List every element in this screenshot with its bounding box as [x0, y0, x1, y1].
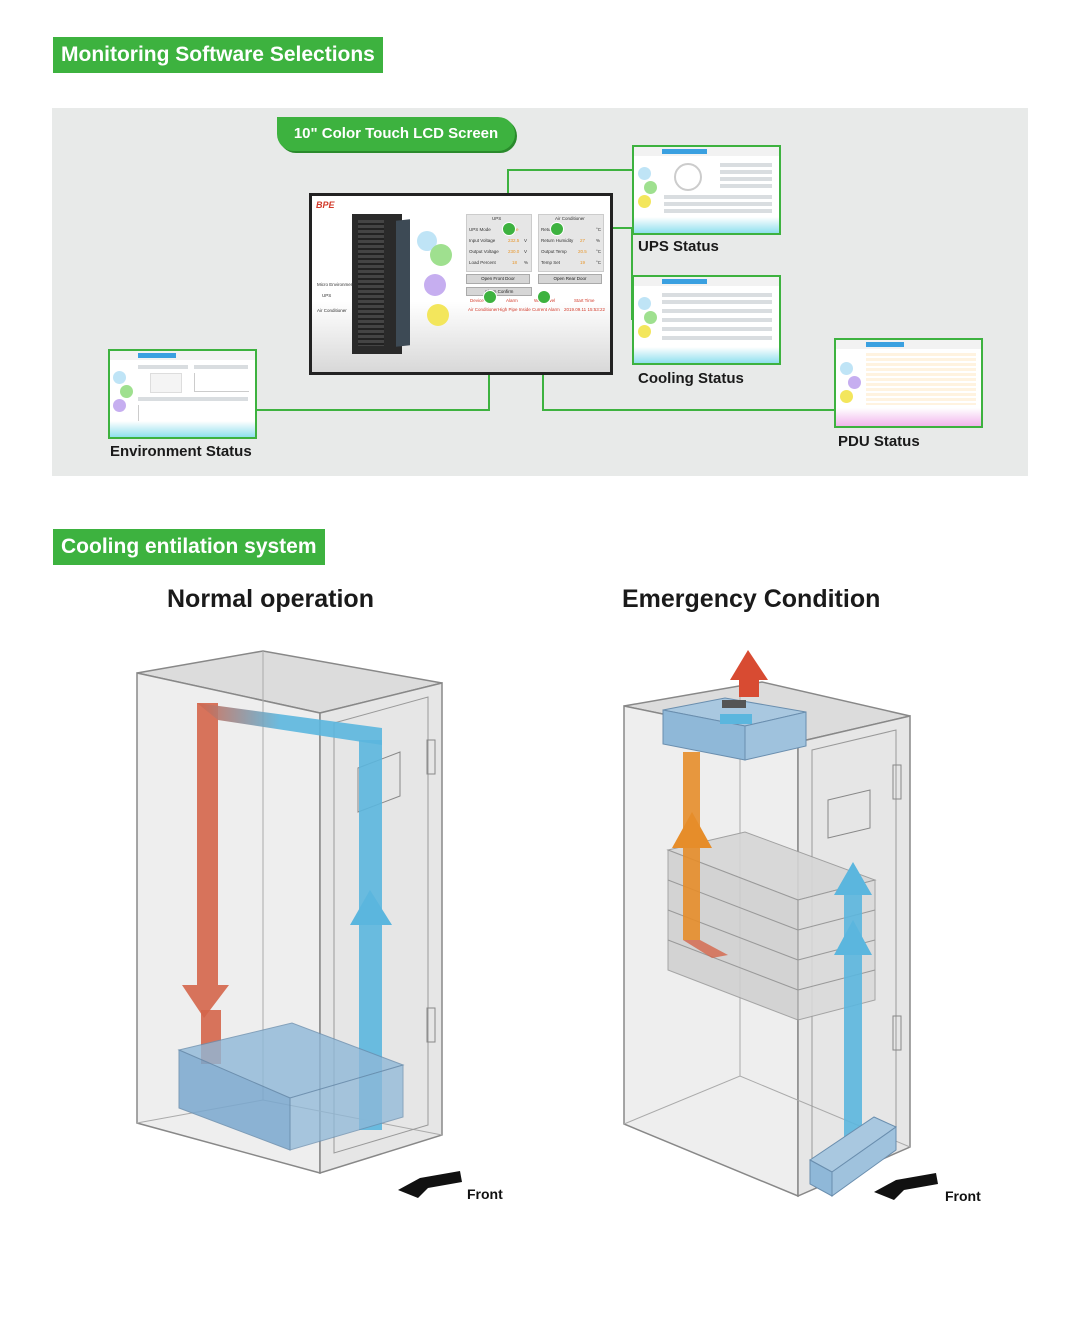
ac-row-unit: %	[596, 238, 601, 243]
ac-row-unit: °C	[596, 249, 602, 254]
alarm-cell: High Pipe Inside	[498, 307, 531, 312]
ac-row-unit: °C	[596, 227, 602, 232]
cold-air-arrow-emergency	[844, 880, 862, 1145]
alarm-confirm-button[interactable]: Alarm Confirm	[466, 287, 532, 296]
ups-row-unit: V	[524, 238, 528, 243]
cabinet-front-face	[797, 715, 911, 1198]
ups-row-label: UPS Mode	[469, 227, 491, 232]
side-label-micro: Micro Environment	[317, 282, 355, 287]
ups-row-label: Output Voltage	[469, 249, 499, 254]
ac-row-label: Output Temp	[541, 249, 567, 254]
cabinet-left-face	[136, 672, 321, 1174]
open-rear-door-button[interactable]: Open Rear Door	[538, 274, 602, 284]
top-airflow	[197, 703, 382, 745]
ups-status-caption: UPS Status	[638, 238, 719, 255]
open-front-door-button[interactable]: Open Front Door	[466, 274, 530, 284]
bpe-logo: BPE	[316, 200, 335, 210]
ac-header: Air Conditioner	[555, 216, 585, 221]
rack-image	[352, 214, 410, 354]
ac-row-value: 19	[580, 260, 586, 265]
alarm-col-header: Device	[470, 298, 484, 303]
ups-header: UPS	[492, 216, 502, 221]
monitoring-section-title: Monitoring Software Selections	[53, 37, 383, 73]
ups-row-unit: V	[524, 249, 528, 254]
front-arrow-emergency	[874, 1173, 938, 1200]
cabinet-left-face	[623, 705, 799, 1198]
alarm-cell: Current Alarm	[532, 307, 560, 312]
environment-status-caption: Environment Status	[110, 443, 252, 460]
cabinet-top	[623, 681, 911, 743]
ups-status-screenshot	[632, 145, 781, 235]
ac-row-value: 20.5	[578, 249, 587, 254]
ac-table	[538, 214, 604, 272]
cabinet-front-face	[319, 682, 443, 1175]
normal-operation-title: Normal operation	[167, 585, 374, 613]
front-label-normal: Front	[467, 1186, 503, 1202]
ac-row-unit: °C	[596, 260, 602, 265]
emergency-condition-title: Emergency Condition	[622, 585, 881, 613]
connector-dot	[537, 290, 551, 304]
ups-row-label: Load Percent	[469, 260, 496, 265]
lcd-screen-label: 10" Color Touch LCD Screen	[277, 117, 515, 151]
pdu-status-screenshot	[834, 338, 983, 428]
side-label-ac: Air Conditioner	[317, 308, 347, 313]
cold-air-arrow	[359, 740, 382, 1130]
environment-status-screenshot	[108, 349, 257, 439]
ups-row-label: Input Voltage	[469, 238, 496, 243]
ups-row-value: 18	[512, 260, 518, 265]
ac-row-label: Temp Set	[541, 260, 561, 265]
alarm-col-header: Alarm	[506, 298, 518, 303]
ups-row-value: 230.0	[508, 249, 520, 254]
hot-air-arrow	[182, 703, 229, 1018]
ups-row-unit: %	[524, 260, 529, 265]
ups-row-value: 232.5	[508, 238, 520, 243]
alarm-cell: Air Conditioner	[468, 307, 498, 312]
ac-row-label: Return	[541, 227, 555, 232]
front-label-emergency: Front	[945, 1188, 981, 1204]
cabinet-top	[136, 650, 443, 714]
cooling-status-screenshot	[632, 275, 781, 365]
exhaust-arrow	[730, 650, 768, 697]
alarm-col-header: Start Time	[574, 298, 595, 303]
side-label-ups: UPS	[322, 293, 332, 298]
lcd-main-screen: BPE Micro Environment UPS Air Conditione…	[309, 193, 613, 375]
ac-row-value: 27	[580, 238, 586, 243]
connector-dot	[550, 222, 564, 236]
alarm-cell: 2019.09.11 15:53:22	[564, 307, 605, 312]
ac-row-label: Return Humidity	[541, 238, 574, 243]
connector-dot	[502, 222, 516, 236]
cooling-status-caption: Cooling Status	[638, 370, 744, 387]
pdu-status-caption: PDU Status	[838, 433, 920, 450]
connector-dot	[483, 290, 497, 304]
emergency-air-arrow	[683, 752, 700, 940]
front-arrow-normal	[398, 1171, 462, 1198]
cooling-section-title: Cooling entilation system	[53, 529, 325, 565]
ups-table	[466, 214, 532, 272]
